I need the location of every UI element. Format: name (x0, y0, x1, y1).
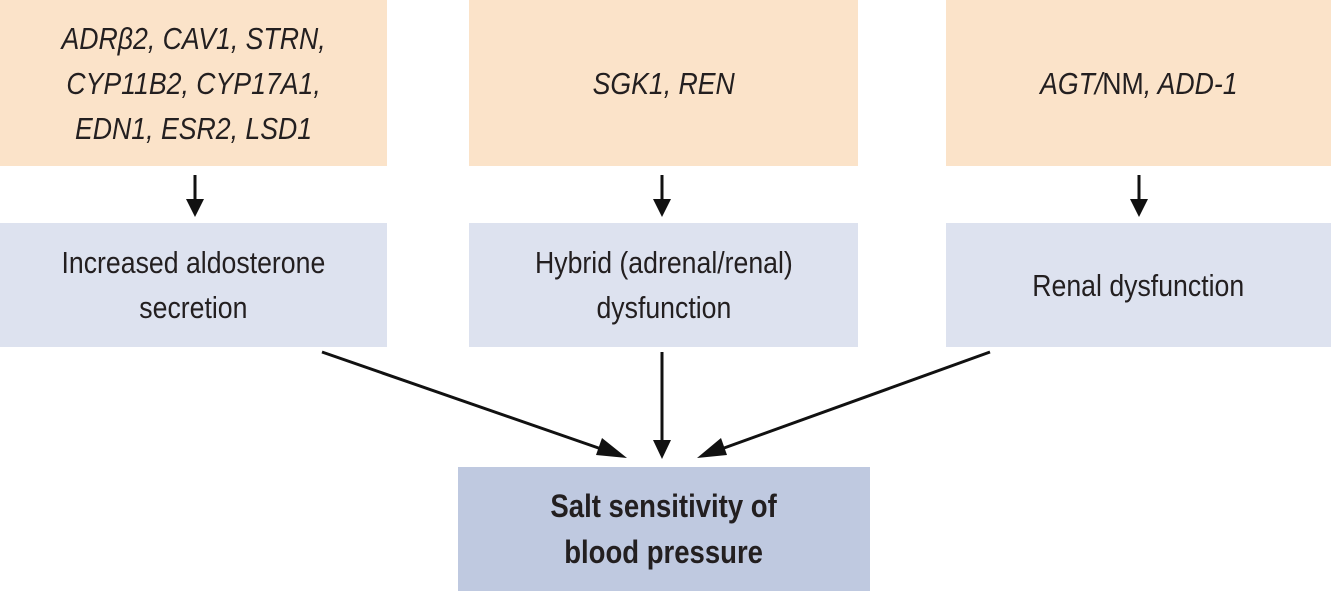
outcome-box: Salt sensitivity of blood pressure (458, 467, 870, 591)
arrowhead (653, 440, 671, 459)
gene-agt: AGT/ (1039, 65, 1102, 101)
effect-label-aldosterone: Increased aldosterone secretion (62, 240, 326, 330)
gene-list-aldosterone: ADRβ2, CAV1, STRN, CYP11B2, CYP17A1, EDN… (61, 16, 325, 151)
arrowhead (697, 438, 727, 458)
effect-box-aldosterone: Increased aldosterone secretion (0, 223, 387, 347)
arrowhead (653, 199, 671, 217)
effect-box-hybrid: Hybrid (adrenal/renal) dysfunction (469, 223, 858, 347)
gene-list-hybrid: SGK1, REN (592, 61, 734, 106)
gene-line: CYP11B2, CYP17A1, (66, 65, 321, 101)
gene-box-hybrid: SGK1, REN (469, 0, 858, 166)
effect-box-renal: Renal dysfunction (946, 223, 1331, 347)
gene-list-renal: AGT/NM, ADD-1 (1040, 61, 1238, 106)
effect-label-renal: Renal dysfunction (1033, 263, 1245, 308)
arrowhead (1130, 199, 1148, 217)
outcome-line: Salt sensitivity of (550, 488, 778, 524)
effect-line: secretion (139, 290, 248, 325)
gene-nm: NM (1101, 65, 1144, 101)
effect-line: Increased aldosterone (61, 245, 326, 280)
gene-box-aldosterone: ADRβ2, CAV1, STRN, CYP11B2, CYP17A1, EDN… (0, 0, 387, 166)
gene-line: ADRβ2, CAV1, STRN, (61, 20, 326, 56)
effect-line: dysfunction (596, 290, 731, 325)
arrowhead (186, 199, 204, 217)
arrow-aldosterone-to-outcome (321, 350, 611, 454)
effect-line: Hybrid (adrenal/renal) (534, 245, 793, 280)
arrow-renal-to-outcome (712, 350, 991, 454)
gene-box-renal: AGT/NM, ADD-1 (946, 0, 1331, 166)
outcome-label: Salt sensitivity of blood pressure (551, 483, 777, 575)
effect-label-hybrid: Hybrid (adrenal/renal) dysfunction (535, 240, 793, 330)
gene-to-effect-arrows (186, 175, 1148, 217)
effect-to-outcome-arrows (321, 350, 991, 459)
outcome-line: blood pressure (564, 534, 764, 570)
gene-line: SGK1, REN (592, 65, 735, 101)
gene-line: EDN1, ESR2, LSD1 (74, 110, 313, 146)
effect-line: Renal dysfunction (1032, 267, 1245, 303)
gene-add1: , ADD-1 (1143, 65, 1238, 101)
arrowhead (596, 438, 627, 458)
